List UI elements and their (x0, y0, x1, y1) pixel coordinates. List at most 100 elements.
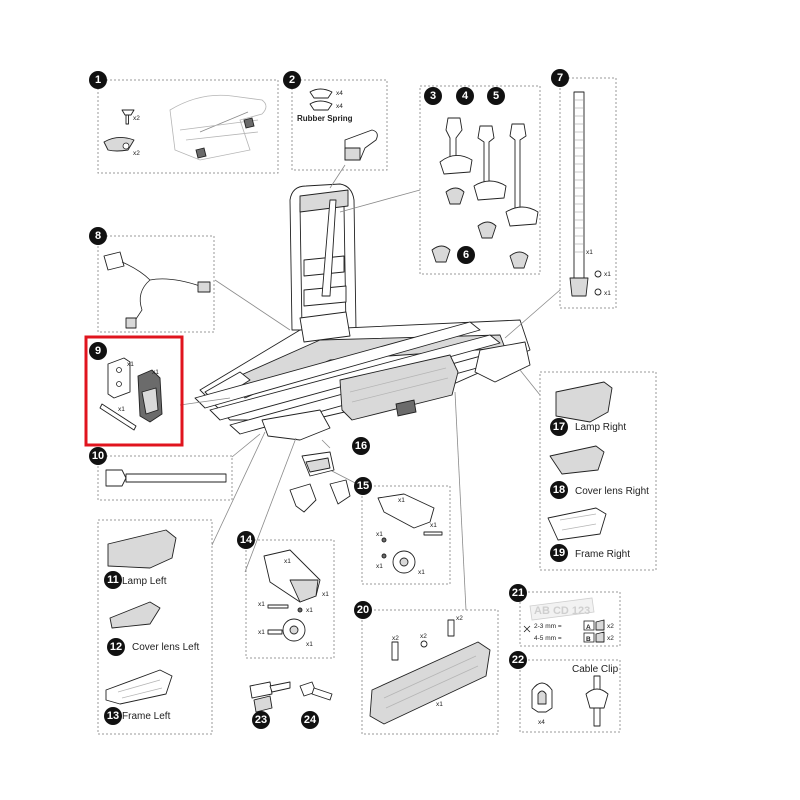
svg-text:9: 9 (95, 345, 101, 357)
svg-text:7: 7 (557, 72, 563, 84)
svg-text:18: 18 (553, 484, 565, 496)
svg-text:20: 20 (357, 604, 369, 616)
badge-17: 17 (550, 418, 568, 436)
part-16 (289, 451, 351, 513)
frame-right-label: Frame Right (575, 549, 630, 560)
qty-axle-14: x1 (258, 629, 265, 636)
svg-text:19: 19 (553, 547, 565, 559)
lock-cylinder-icon (249, 681, 273, 699)
highlight-box-part-9 (84, 335, 184, 447)
qty-screw-20: x2 (456, 615, 463, 622)
qty-wheel-14: x1 (306, 641, 313, 648)
svg-text:12: 12 (110, 641, 122, 653)
lamp-right-icon (555, 381, 613, 423)
badge-11: 11 (104, 571, 122, 589)
arm-4-icon (477, 125, 495, 189)
qty-spring-2: x4 (336, 103, 343, 110)
cover-lens-right-icon (549, 445, 605, 475)
lamp-left-label: Lamp Left (122, 576, 167, 587)
frame-right-icon (547, 507, 607, 541)
svg-text:23: 23 (255, 714, 267, 726)
qty-bolt: x1 (118, 406, 125, 413)
qty-washer-20: x2 (420, 633, 427, 640)
part-box-15: x1 x1 x1 x1 x1 (361, 485, 451, 585)
badge-24: 24 (301, 711, 319, 729)
cover-lens-right-label: Cover lens Right (575, 486, 649, 497)
svg-text:6: 6 (463, 249, 469, 261)
qty-holder-15: x1 (398, 497, 405, 504)
qty-spacer-b: x2 (607, 635, 614, 642)
qty-nut-15: x1 (376, 531, 383, 538)
qty-cable-clip: x4 (538, 719, 545, 726)
badge-8: 8 (89, 227, 107, 245)
lamp-left-icon (107, 529, 177, 569)
qty-spring-1: x4 (336, 90, 343, 97)
qty-bolt-14: x1 (258, 601, 265, 608)
badge-2: 2 (283, 71, 301, 89)
cable-clip-label: Cable Clip (572, 664, 619, 675)
badge-23: 23 (252, 711, 270, 729)
part-23-24 (249, 681, 333, 713)
ratchet-strap-icon (573, 91, 585, 279)
badge-21: 21 (509, 584, 527, 602)
part-box-20: x2 x2 x2 x1 (361, 609, 499, 735)
svg-text:5: 5 (493, 90, 499, 102)
qty-screw-7: x1 (604, 271, 611, 278)
main-carrier-assembly (194, 183, 531, 441)
badge-10: 10 (89, 447, 107, 465)
badge-22: 22 (509, 651, 527, 669)
qty-cap-14: x1 (322, 591, 329, 598)
svg-text:21: 21 (512, 587, 524, 599)
part-box-2: x4 x4 Rubber Spring (291, 79, 388, 171)
qty-bracket: x1 (127, 361, 134, 368)
part-box-10 (97, 455, 233, 501)
svg-text:15: 15 (357, 480, 369, 492)
part-box-11-13: Lamp Left Cover lens Left Frame Left (97, 519, 213, 735)
part-box-14: x1 x1 x1 x1 x1 x1 (245, 539, 335, 659)
svg-text:14: 14 (240, 534, 253, 546)
qty-lock-block: x1 (152, 369, 159, 376)
svg-text:16: 16 (355, 440, 367, 452)
qty-strap: x1 (586, 249, 593, 256)
qty-clip: x2 (133, 150, 140, 157)
rubber-6-icon (431, 245, 451, 263)
badge-1: 1 (89, 71, 107, 89)
part-box-9: x1 x1 x1 (99, 357, 163, 431)
badge-16: 16 (352, 437, 370, 455)
svg-text:2: 2 (289, 74, 295, 86)
qty-bolt-15: x1 (430, 522, 437, 529)
spacer-a-letter: A (586, 624, 591, 631)
cover-lens-left-label: Cover lens Left (132, 642, 199, 653)
badge-6: 6 (457, 246, 475, 264)
part-box-8 (97, 235, 215, 333)
part-box-3-6 (419, 85, 541, 275)
qty-axle-15: x1 (376, 563, 383, 570)
qty-holder-14: x1 (284, 558, 291, 565)
plug-icon (103, 251, 125, 271)
qty-screw: x2 (133, 115, 140, 122)
part-box-21: AB CD 123 2-3 mm = A x2 4-5 mm = B x2 (519, 591, 621, 647)
svg-text:4: 4 (462, 90, 469, 102)
badge-14: 14 (237, 531, 255, 549)
arm-5-icon (509, 123, 527, 215)
lamp-right-label: Lamp Right (575, 422, 626, 433)
svg-text:24: 24 (304, 714, 317, 726)
spacer-a-label: 2-3 mm = (534, 623, 562, 630)
part-box-7: x1 x1 x1 (559, 77, 617, 309)
svg-text:13: 13 (107, 710, 119, 722)
spacer-b-label: 4-5 mm = (534, 635, 562, 642)
badge-9: 9 (89, 342, 107, 360)
svg-text:22: 22 (512, 654, 524, 666)
svg-text:11: 11 (107, 574, 119, 586)
svg-text:3: 3 (430, 90, 436, 102)
screw-icon (121, 109, 135, 116)
rubber-spring-label: Rubber Spring (297, 114, 353, 123)
part-box-22: Cable Clip x4 (519, 659, 621, 733)
badge-19: 19 (550, 544, 568, 562)
svg-text:1: 1 (95, 74, 101, 86)
plate-holder-icon (369, 641, 491, 725)
badge-20: 20 (354, 601, 372, 619)
bracket-icon (107, 357, 131, 399)
svg-text:17: 17 (553, 421, 565, 433)
